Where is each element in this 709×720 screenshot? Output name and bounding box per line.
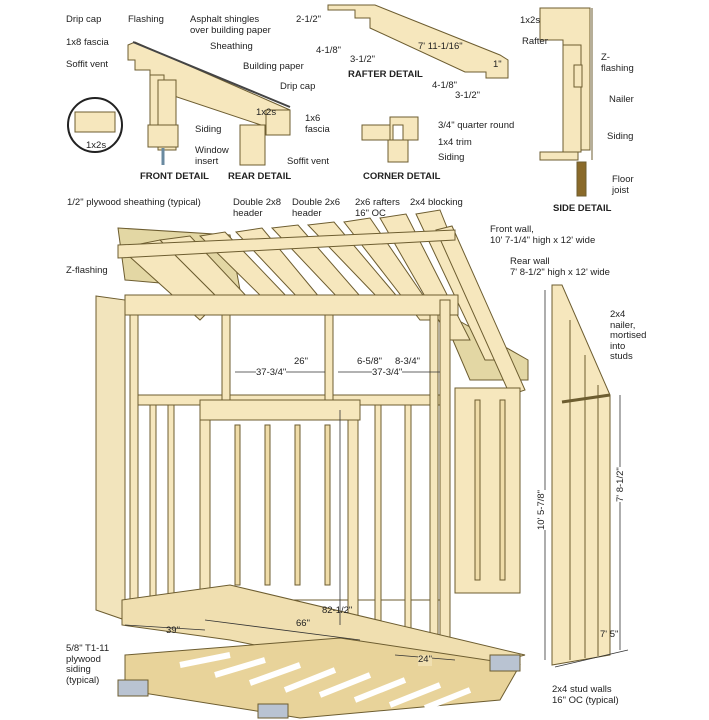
shed-main-drawing [95,209,611,719]
dim-24: 24" [418,654,432,666]
dim-66: 66" [296,618,310,629]
label-rear-fascia: 1x6 fascia [305,113,330,135]
label-double-2x8: Double 2x8 header [233,197,282,219]
dim-rear-height: 7' 8-1/2" [615,467,626,502]
label-nailer: 2x4 nailer, mortised into studs [610,309,647,362]
corner-detail-title: CORNER DETAIL [363,171,441,182]
label-side-z-flashing: Z- flashing [601,52,634,74]
dim-37-right: 37-3/4" [372,367,403,379]
label-plywood-sheathing: 1/2" plywood sheathing (typical) [67,197,201,208]
label-drip-cap: Drip cap [66,14,102,25]
rear-detail-title: REAR DETAIL [228,171,292,182]
label-side-nailer: Nailer [609,94,634,105]
label-fascia: 1x8 fascia [66,37,109,48]
side-detail-title: SIDE DETAIL [553,203,612,214]
dim-6-5-8: 6-5/8" [357,356,383,367]
front-detail-title: FRONT DETAIL [140,171,209,182]
label-flashing: Flashing [128,14,164,25]
dim-37-left: 37-3/4" [256,367,287,379]
label-side-rafter: Rafter [522,36,548,47]
dim-8-3-4: 8-3/4" [395,356,421,367]
label-t1-11-siding: 5/8" T1-11 plywood siding (typical) [66,643,110,686]
label-z-flashing: Z-flashing [66,265,108,276]
label-double-2x6: Double 2x6 header [292,197,341,219]
dim-top-notch: 2-1/2" [296,14,322,25]
label-side-1x2s: 1x2s [520,15,541,26]
label-front-wall: Front wall, 10' 7-1/4" high x 12' wide [490,224,596,246]
dim-bottom-left: 4-1/8" [432,80,458,91]
dim-end: 1" [493,59,502,70]
label-rear-1x2s: 1x2s [256,107,277,118]
label-trim: 1x4 trim [438,137,472,148]
label-rafters: 2x6 rafters 16" OC [355,197,400,219]
dim-82-1-2: 82-1/2" [322,605,353,616]
dim-39: 39" [166,625,180,636]
label-blocking: 2x4 blocking [410,197,463,208]
label-rear-wall: Rear wall 7' 8-1/2" high x 12' wide [510,256,610,278]
dim-rafter-length: 7' 11-1/16" [418,41,463,52]
label-sheathing: Sheathing [210,41,253,52]
label-quarter-round: 3/4" quarter round [438,120,515,131]
dim-26: 26" [294,356,308,367]
studs [129,299,506,646]
dim-front-height: 10' 5-7/8" [536,489,547,530]
rafter-detail-drawing [327,4,509,79]
dim-bottom-right: 3-1/2" [455,90,481,101]
label-shingles: Asphalt shingles over building paper [190,14,271,36]
rafter-detail-title: RAFTER DETAIL [348,69,423,80]
label-siding: Siding [195,124,222,135]
dim-top-right: 3-1/2" [350,54,376,65]
label-window-insert: Window insert [195,145,229,167]
dim-top-left: 4-1/8" [316,45,342,56]
label-1x2s: 1x2s [86,140,107,151]
label-building-paper: Building paper [243,61,304,72]
label-stud-walls: 2x4 stud walls 16" OC (typical) [552,684,619,706]
label-rear-drip-cap: Drip cap [280,81,316,92]
label-floor-joist: Floor joist [612,174,634,196]
label-rear-soffit-vent: Soffit vent [287,156,330,167]
front-detail-drawing [67,41,291,166]
dim-depth: 7' 5" [600,629,619,640]
side-detail-drawing [539,7,593,197]
label-side-siding: Siding [607,131,634,142]
label-soffit-vent: Soffit vent [66,59,109,70]
corner-detail-drawing [361,116,419,163]
label-corner-siding: Siding [438,152,465,163]
